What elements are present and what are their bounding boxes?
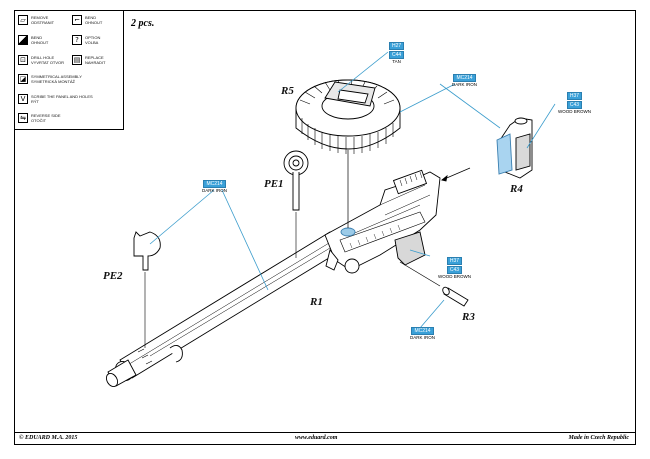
legend-label: SYMMETRICAL ASSEMBLY <box>31 74 82 79</box>
magazine-post-highlight <box>340 227 356 237</box>
etched-part-pe1 <box>283 150 309 258</box>
color-tag-dark-iron-r3: MC214 DARK IRON <box>410 327 435 341</box>
part-label-r1: R1 <box>310 296 323 308</box>
color-tag-dark-iron-barrel: MC214 DARK IRON <box>202 180 227 194</box>
part-label-pe1: PE1 <box>264 178 284 190</box>
legend-label: SCRIBE THE PANEL AND HOLES <box>31 94 93 99</box>
legend-label-cz: VOLBA <box>85 40 99 45</box>
part-label-pe2: PE2 <box>103 270 123 282</box>
paint-color-name: DARK IRON <box>410 335 436 340</box>
color-tag-dark-iron-drum: MC214 DARK IRON <box>452 74 477 88</box>
color-tag-wood-brown-grip: H37 C43 WOOD BROWN <box>438 257 471 280</box>
paint-color-name: WOOD BROWN <box>438 274 471 279</box>
paint-color-name: WOOD BROWN <box>558 109 591 114</box>
legend-label-cz: SYMETRICKÁ MONTÁŽ <box>31 79 76 84</box>
paint-code-chip: C43 <box>446 266 463 274</box>
copyright-text: © EDUARD M.A. 2015 <box>19 435 78 441</box>
scribe-icon: V <box>18 94 28 104</box>
paint-code-chip: H37 <box>446 257 463 265</box>
etched-part-pe2 <box>133 231 161 348</box>
replace-icon: ▤ <box>72 55 82 65</box>
paint-code-chip: MC214 <box>203 180 226 188</box>
legend-label: REVERSE SIDE <box>31 113 61 118</box>
receiver-body <box>324 169 441 274</box>
paint-code-chip: C43 <box>566 101 583 109</box>
part-label-r3: R3 <box>462 311 475 323</box>
paint-color-name: DARK IRON <box>452 82 478 87</box>
origin-text: Made in Czech Republic <box>568 435 629 441</box>
paint-code-chip: MC214 <box>411 327 434 335</box>
remove-icon: ▱ <box>18 15 28 25</box>
sheet-frame <box>14 10 636 433</box>
legend-label-cz: OHNOUT <box>85 20 103 25</box>
color-tag-tan: H27 C44 TAN <box>389 42 405 65</box>
bend-curve-icon <box>18 35 28 45</box>
legend-label-cz: OHNOUT <box>31 40 49 45</box>
legend-label: OPTION <box>85 35 101 40</box>
reverse-side-icon: ⇋ <box>18 113 28 123</box>
part-label-r4: R4 <box>510 183 523 195</box>
paint-color-name: TAN <box>392 59 401 64</box>
option-icon: ? <box>72 35 82 45</box>
drum-magazine-part-r5 <box>295 79 401 154</box>
paint-code-chip: H37 <box>566 92 583 100</box>
legend-label-cz: VYVRTAT OTVOR <box>31 60 65 65</box>
legend-label-cz: OTOČIT <box>31 118 47 123</box>
drill-hole-icon: ⊡ <box>18 55 28 65</box>
pin-part-r3 <box>442 286 469 307</box>
color-leader-lines <box>149 51 556 329</box>
legend-label-cz: RÝT <box>31 99 39 104</box>
website-text: www.eduard.com <box>295 435 338 441</box>
paint-color-name: DARK IRON <box>202 188 228 193</box>
assembly-line-r3 <box>399 261 441 287</box>
legend-label: BEND <box>85 15 97 20</box>
sheet-footer: © EDUARD M.A. 2015 www.eduard.com Made i… <box>14 433 636 445</box>
legend-label: REMOVE <box>31 15 49 20</box>
legend-label: BEND <box>31 35 43 40</box>
paint-code-chip: C44 <box>389 51 405 59</box>
quantity-note: 2 pcs. <box>131 18 155 29</box>
legend-label-cz: NAHRADIT <box>85 60 106 65</box>
paint-code-chip: H27 <box>389 42 405 50</box>
bend-icon: ⌐ <box>72 15 82 25</box>
symmetrical-assembly-icon: ◪ <box>18 74 28 84</box>
legend-label: DRILL HOLE <box>31 55 55 60</box>
legend-label-cz: ODSTRANIT <box>31 20 55 25</box>
legend-label: REPLACE <box>85 55 104 60</box>
color-tag-wood-brown-r4: H37 C43 WOOD BROWN <box>558 92 591 115</box>
stock-part-r4 <box>496 117 533 179</box>
pistol-grip <box>394 231 426 266</box>
part-label-r5: R5 <box>281 85 294 97</box>
paint-code-chip: MC214 <box>453 74 476 82</box>
